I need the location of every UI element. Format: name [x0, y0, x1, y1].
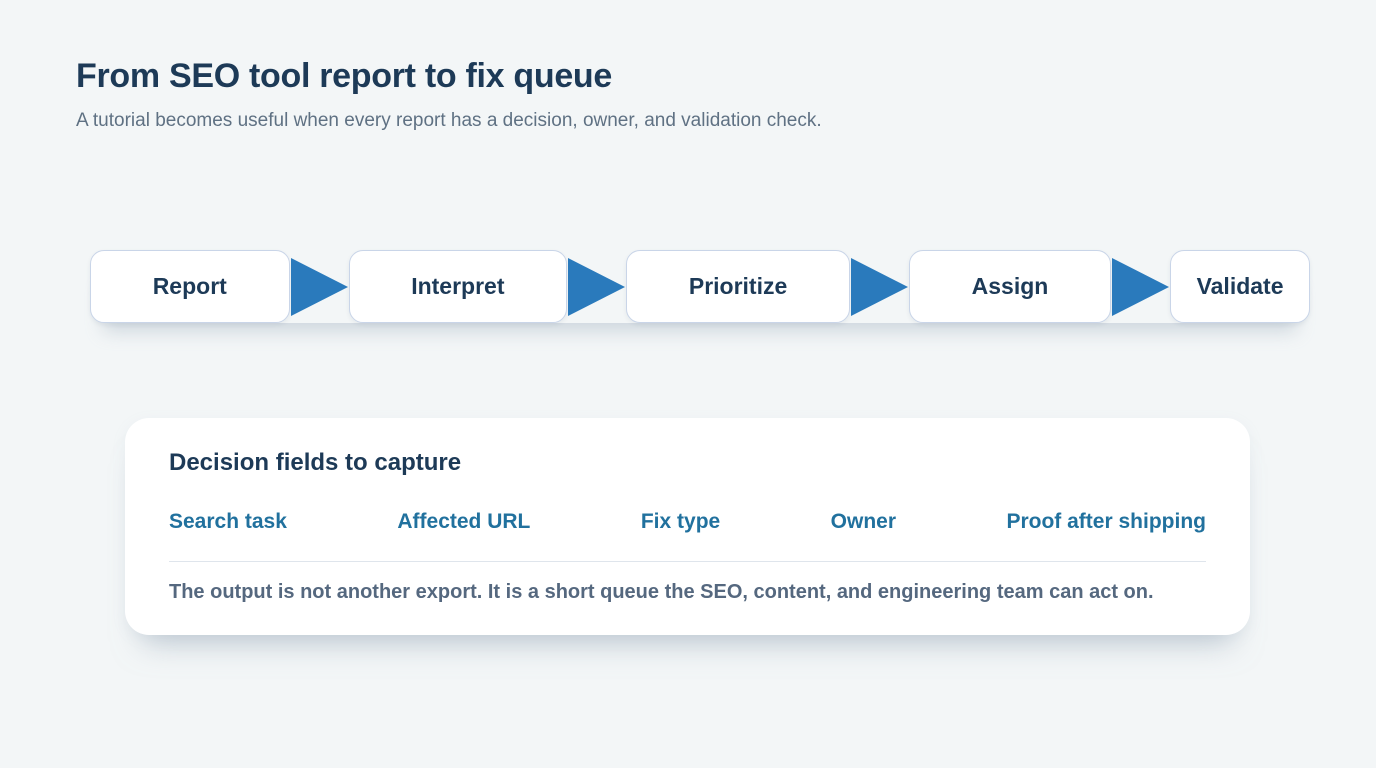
field-owner: Owner [830, 510, 897, 533]
arrow-right-icon [290, 257, 348, 316]
decision-fields-card: Decision fields to capture Search task A… [125, 418, 1250, 635]
card-note: The output is not another export. It is … [169, 581, 1154, 603]
field-affected-url: Affected URL [397, 510, 531, 533]
page-title: From SEO tool report to fix queue [76, 57, 613, 95]
field-search-task: Search task [169, 510, 287, 533]
page-header: From SEO tool report to fix queue A tuto… [0, 0, 1376, 132]
process-flow: Report Interpret Prioritize Assign Valid… [90, 250, 1311, 323]
field-fix-type: Fix type [640, 510, 721, 533]
arrow-right-icon [1112, 257, 1170, 316]
process-flow-row: Report Interpret Prioritize Assign Valid… [90, 250, 1311, 323]
arrow-right-icon [850, 257, 908, 316]
flow-step-report: Report [90, 250, 290, 323]
card-heading: Decision fields to capture [169, 449, 462, 476]
page-subtitle: A tutorial becomes useful when every rep… [76, 110, 822, 132]
flow-step-validate: Validate [1170, 250, 1311, 323]
flow-step-prioritize: Prioritize [626, 250, 850, 323]
decision-fields-row: Search task Affected URL Fix type Owner … [169, 510, 1206, 534]
card-divider [169, 561, 1206, 562]
flow-step-interpret: Interpret [348, 250, 568, 323]
field-proof-after-shipping: Proof after shipping [1006, 510, 1206, 533]
arrow-right-icon [568, 257, 626, 316]
flow-step-assign: Assign [908, 250, 1112, 323]
